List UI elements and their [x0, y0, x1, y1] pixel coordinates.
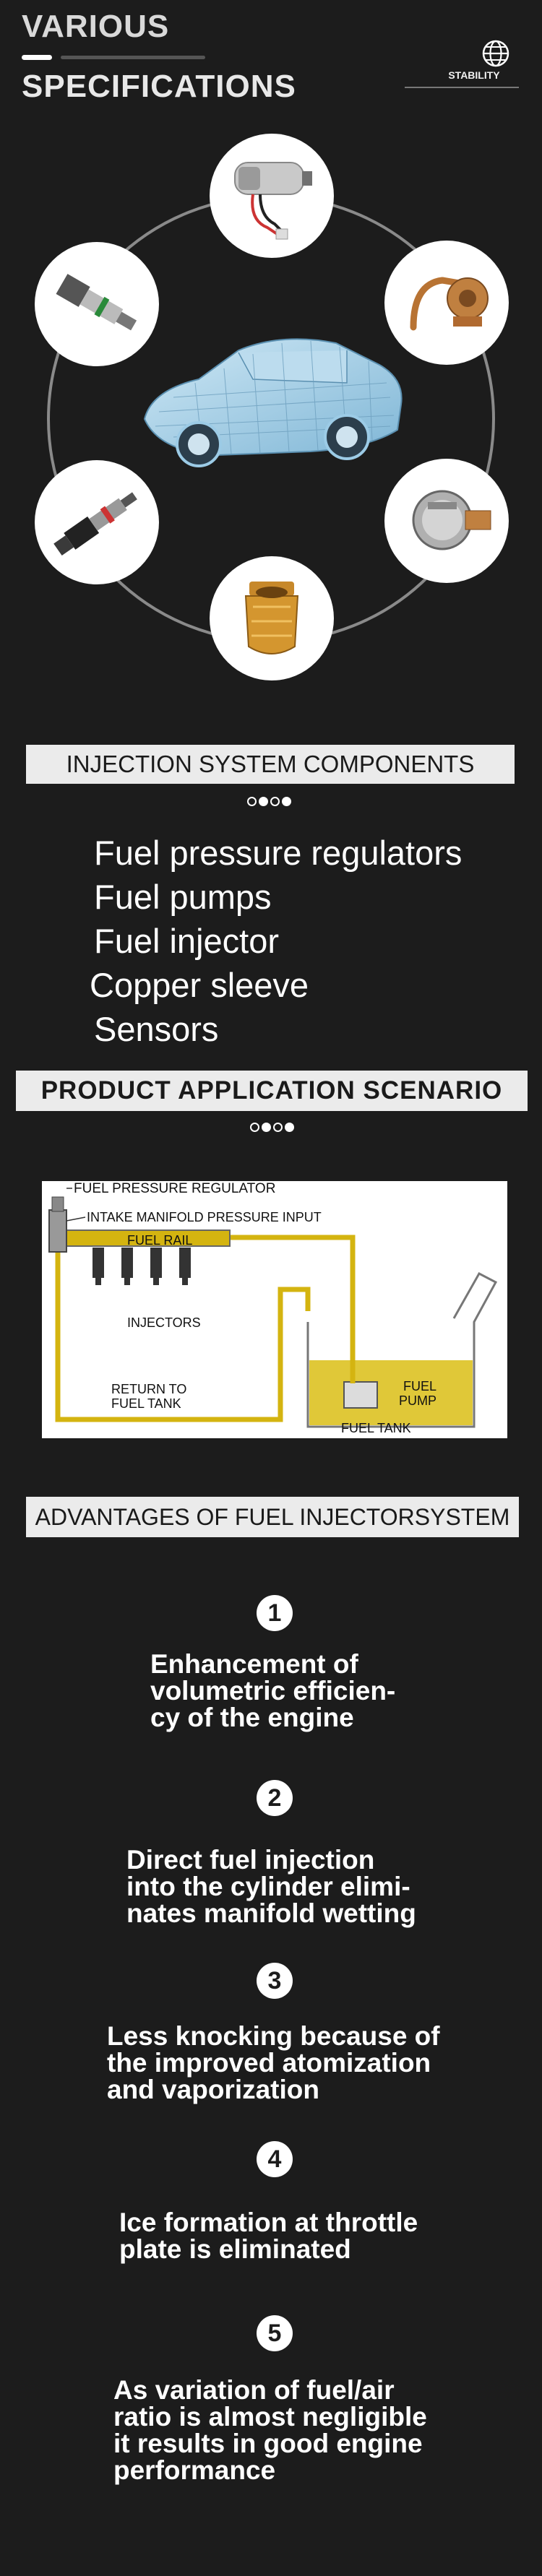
injectors-label: INJECTORS [127, 1315, 201, 1330]
advantage-text-5: As variation of fuel/air ratio is almost… [113, 2375, 427, 2485]
section-dots-indicator [247, 797, 291, 806]
advantage-text-4: Ice formation at throttle plate is elimi… [119, 2208, 418, 2264]
title-line-2: SPECIFICATIONS [22, 69, 296, 104]
advantage-number-2: 2 [257, 1780, 293, 1816]
fuel-pump-image [210, 134, 334, 258]
title-accent-bar [22, 55, 52, 60]
list-item: Fuel injector [94, 922, 279, 960]
fuel-system-schematic [48, 1188, 498, 1428]
tank-label: FUEL TANK [341, 1421, 411, 1435]
return-label-line2: FUEL TANK [111, 1396, 181, 1411]
section-dots-indicator [250, 1123, 294, 1132]
advantage-number-4: 4 [257, 2141, 293, 2177]
copper-sleeve-image [210, 556, 334, 680]
fuel-injector-image [35, 460, 159, 584]
title-divider-bar [61, 56, 205, 59]
advantage-text-1: Enhancement of volumetric efficien- cy o… [150, 1649, 396, 1732]
advantage-number-3: 3 [257, 1963, 293, 1999]
components-list: Fuel pressure regulators Fuel pumps Fuel… [90, 831, 463, 1051]
dot-icon [270, 797, 280, 806]
application-section-title: PRODUCT APPLICATION SCENARIO [16, 1071, 528, 1111]
fuel-rail-label: FUEL RAIL [127, 1233, 193, 1248]
return-label-line1: RETURN TO [111, 1382, 187, 1396]
dot-icon [285, 1123, 294, 1132]
dot-icon [259, 797, 268, 806]
dot-icon [262, 1123, 271, 1132]
pump-label-line1: FUEL [403, 1379, 437, 1393]
fuel-injector-2-image [35, 242, 159, 366]
stability-badge: STABILITY [448, 69, 500, 81]
list-item: Fuel pumps [94, 878, 272, 916]
fuel-system-diagram: FUEL PRESSURE REGULATOR INTAKE MANIFOLD … [42, 1181, 507, 1438]
list-item: Sensors [94, 1010, 219, 1048]
pressure-regulator-image [384, 459, 509, 583]
components-section-title: INJECTION SYSTEM COMPONENTS [26, 745, 515, 784]
advantage-number-5: 5 [257, 2315, 293, 2351]
intake-label: INTAKE MANIFOLD PRESSURE INPUT [87, 1210, 322, 1224]
badge-underline [405, 87, 519, 88]
dot-icon [282, 797, 291, 806]
advantages-section-title: ADVANTAGES OF FUEL INJECTORSYSTEM [26, 1497, 519, 1537]
advantage-text-2: Direct fuel injection into the cylinder … [126, 1845, 416, 1928]
dot-icon [250, 1123, 259, 1132]
title-line-1: VARIOUS [22, 9, 170, 44]
list-item: Copper sleeve [90, 966, 309, 1004]
advantage-number-1: 1 [257, 1595, 293, 1631]
list-item: Fuel pressure regulators [94, 834, 463, 872]
advantage-text-3: Less knocking because of the improved at… [107, 2021, 440, 2104]
fuel-rail-bracket-image [384, 241, 509, 365]
dot-icon [273, 1123, 283, 1132]
regulator-label: FUEL PRESSURE REGULATOR [74, 1181, 276, 1196]
hero-illustration [0, 134, 542, 697]
wireframe-car-image [143, 338, 403, 467]
dot-icon [247, 797, 257, 806]
globe-icon [482, 40, 509, 67]
pump-label-line2: PUMP [399, 1393, 437, 1408]
